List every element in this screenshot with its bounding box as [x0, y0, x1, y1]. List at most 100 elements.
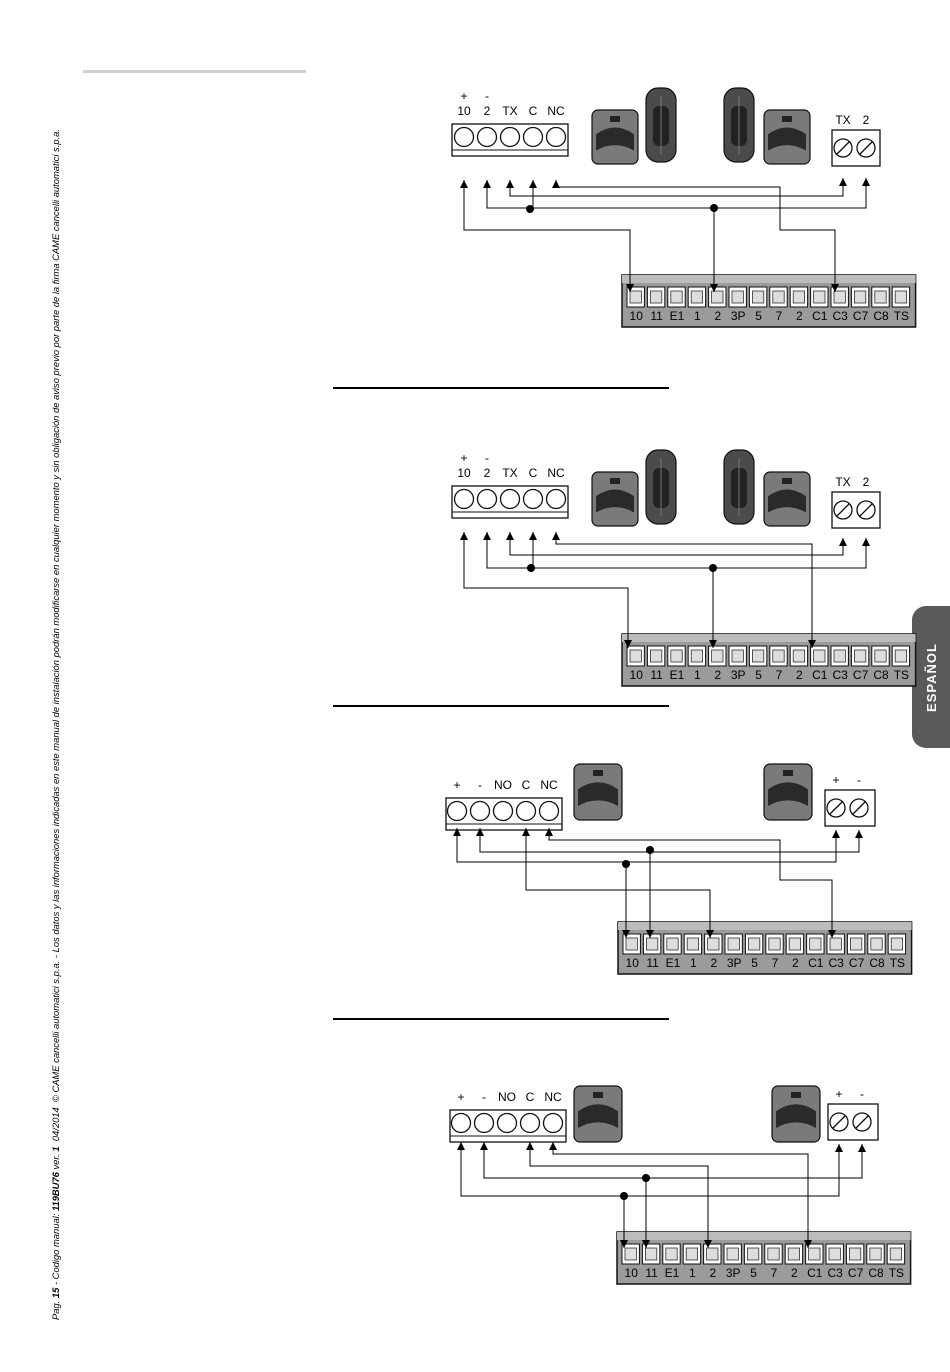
arrow-head [483, 532, 491, 540]
terminal-clamp [747, 1247, 760, 1261]
arrow-head [460, 532, 468, 540]
terminal-screw [446, 800, 468, 822]
terminal-label: E1 [670, 668, 685, 682]
terminal-clamp [792, 290, 806, 304]
photocell-band [578, 1104, 618, 1128]
terminal-clamp [665, 1247, 678, 1261]
arrow-head [862, 538, 870, 546]
terminal-label: C8 [869, 956, 885, 970]
arrow-head [642, 1240, 650, 1248]
terminal-label: 2 [484, 104, 491, 118]
photocell-slot [783, 770, 793, 776]
photocell-band [596, 489, 634, 513]
receiver-terminal-block: TX 2 [831, 475, 881, 529]
terminal-label: 5 [751, 956, 758, 970]
terminal-clamp [690, 649, 704, 663]
terminal-clamp [849, 1247, 862, 1261]
terminal-screw [476, 126, 498, 148]
wiring [460, 532, 870, 648]
terminal-clamp [889, 1247, 903, 1261]
terminal-label: 2 [714, 668, 721, 682]
terminal-clamp [850, 937, 863, 951]
terminal-label: 3P [731, 668, 746, 682]
terminal-label: - [860, 1087, 864, 1101]
arrow-head [828, 930, 836, 938]
terminal-label: C [529, 104, 538, 118]
photocell-band [768, 489, 806, 513]
terminal-screw [453, 488, 475, 510]
terminal-label: 2 [863, 475, 870, 489]
terminal-label: 10 [630, 309, 644, 323]
wire [463, 180, 631, 292]
screw-slot [859, 141, 873, 155]
terminal-clamp [726, 1247, 739, 1261]
terminal-clamp [731, 649, 744, 663]
terminal-clamp [629, 649, 642, 663]
terminal-clamp [650, 649, 663, 663]
terminal-clamp [833, 290, 846, 304]
terminal-clamp [808, 1247, 821, 1261]
arrow-head [620, 1240, 628, 1248]
wire [529, 1142, 709, 1248]
terminal-label: NC [547, 466, 565, 480]
terminal-label: 11 [645, 1266, 658, 1280]
arrow-head [626, 284, 634, 292]
terminal-label: TX [502, 104, 517, 118]
arrow-head [808, 640, 816, 648]
section-rule [333, 1018, 669, 1020]
screw-slot [859, 503, 873, 517]
terminal-clamp [854, 649, 867, 663]
arrow-head [832, 830, 840, 838]
terminal-label: - [478, 778, 482, 792]
terminal-label: C7 [853, 668, 869, 682]
wire-junction [646, 846, 654, 854]
terminal-label: 2 [484, 466, 491, 480]
terminal-clamp [787, 1247, 801, 1261]
terminal-label: 10 [457, 466, 471, 480]
terminal-clamp [869, 1247, 882, 1261]
terminal-label: C3 [829, 956, 845, 970]
arrow-head [624, 640, 632, 648]
terminal-label: C3 [833, 309, 849, 323]
screw-slot [836, 503, 850, 517]
terminal-clamp [768, 937, 781, 951]
wire-junction [527, 564, 535, 572]
arrow-head [453, 828, 461, 836]
terminal-clamp [650, 290, 663, 304]
section-rule [333, 387, 669, 389]
terminal-label: 7 [772, 956, 779, 970]
terminal-label: NC [540, 778, 558, 792]
terminal-clamp [646, 937, 659, 951]
arrow-head [855, 830, 863, 838]
terminal-clamp [788, 937, 802, 951]
wire [483, 1142, 863, 1179]
terminal-label: 3P [731, 309, 746, 323]
terminal-clamp [645, 1247, 658, 1261]
terminal-label: TX [835, 113, 850, 127]
arrow-head [831, 284, 839, 292]
terminal-clamp [731, 290, 744, 304]
terminal-label: TX [835, 475, 850, 489]
terminal-clamp [748, 937, 761, 951]
wire [479, 828, 860, 853]
terminal-label: 10 [625, 1266, 639, 1280]
terminal-clamp [870, 937, 883, 951]
terminal-clamp [894, 649, 908, 663]
terminal-label: NC [547, 104, 565, 118]
photocell-slot [593, 770, 603, 776]
arrow-head [862, 178, 870, 186]
receiver-terminal-block: +- [824, 773, 876, 827]
terminal-screw [450, 1112, 472, 1134]
arrow-head [506, 532, 514, 540]
terminal-label: C7 [849, 956, 865, 970]
arrow-head [622, 930, 630, 938]
terminal-clamp [686, 937, 700, 951]
